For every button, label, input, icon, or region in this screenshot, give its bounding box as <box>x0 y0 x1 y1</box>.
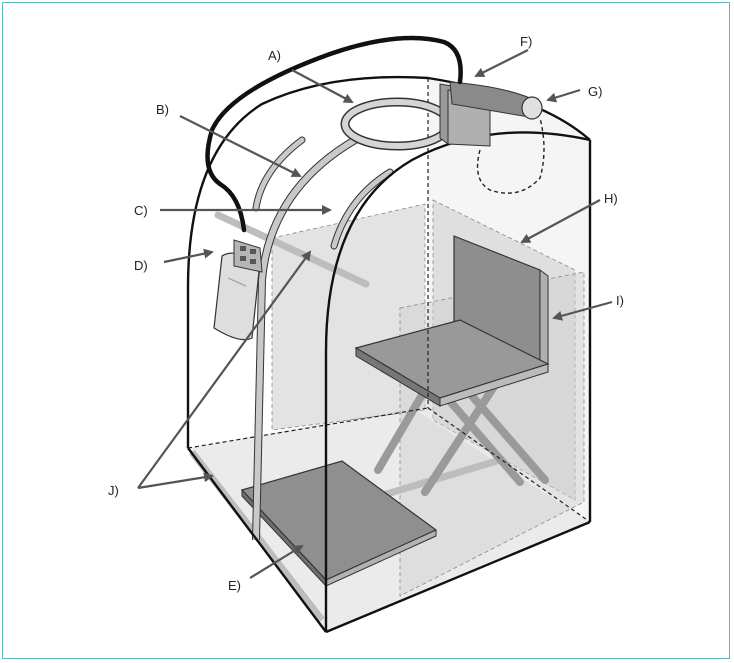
label-a: A) <box>268 48 281 63</box>
label-c: C) <box>134 203 148 218</box>
chair-legs <box>374 381 549 496</box>
label-b: B) <box>156 102 169 117</box>
tent-hidden-edges <box>187 78 591 523</box>
label-g: G) <box>588 84 602 99</box>
steam-generator <box>439 81 543 147</box>
power-cable <box>205 35 463 233</box>
remote-control <box>213 239 263 341</box>
label-i: I) <box>616 293 624 308</box>
label-e: E) <box>228 578 241 593</box>
label-d: D) <box>134 258 148 273</box>
label-f: F) <box>520 34 532 49</box>
label-h: H) <box>604 191 618 206</box>
rod-floor-back <box>378 456 502 500</box>
steam-hose <box>476 117 545 194</box>
leader-arrows <box>137 49 613 579</box>
label-j: J) <box>108 483 119 498</box>
